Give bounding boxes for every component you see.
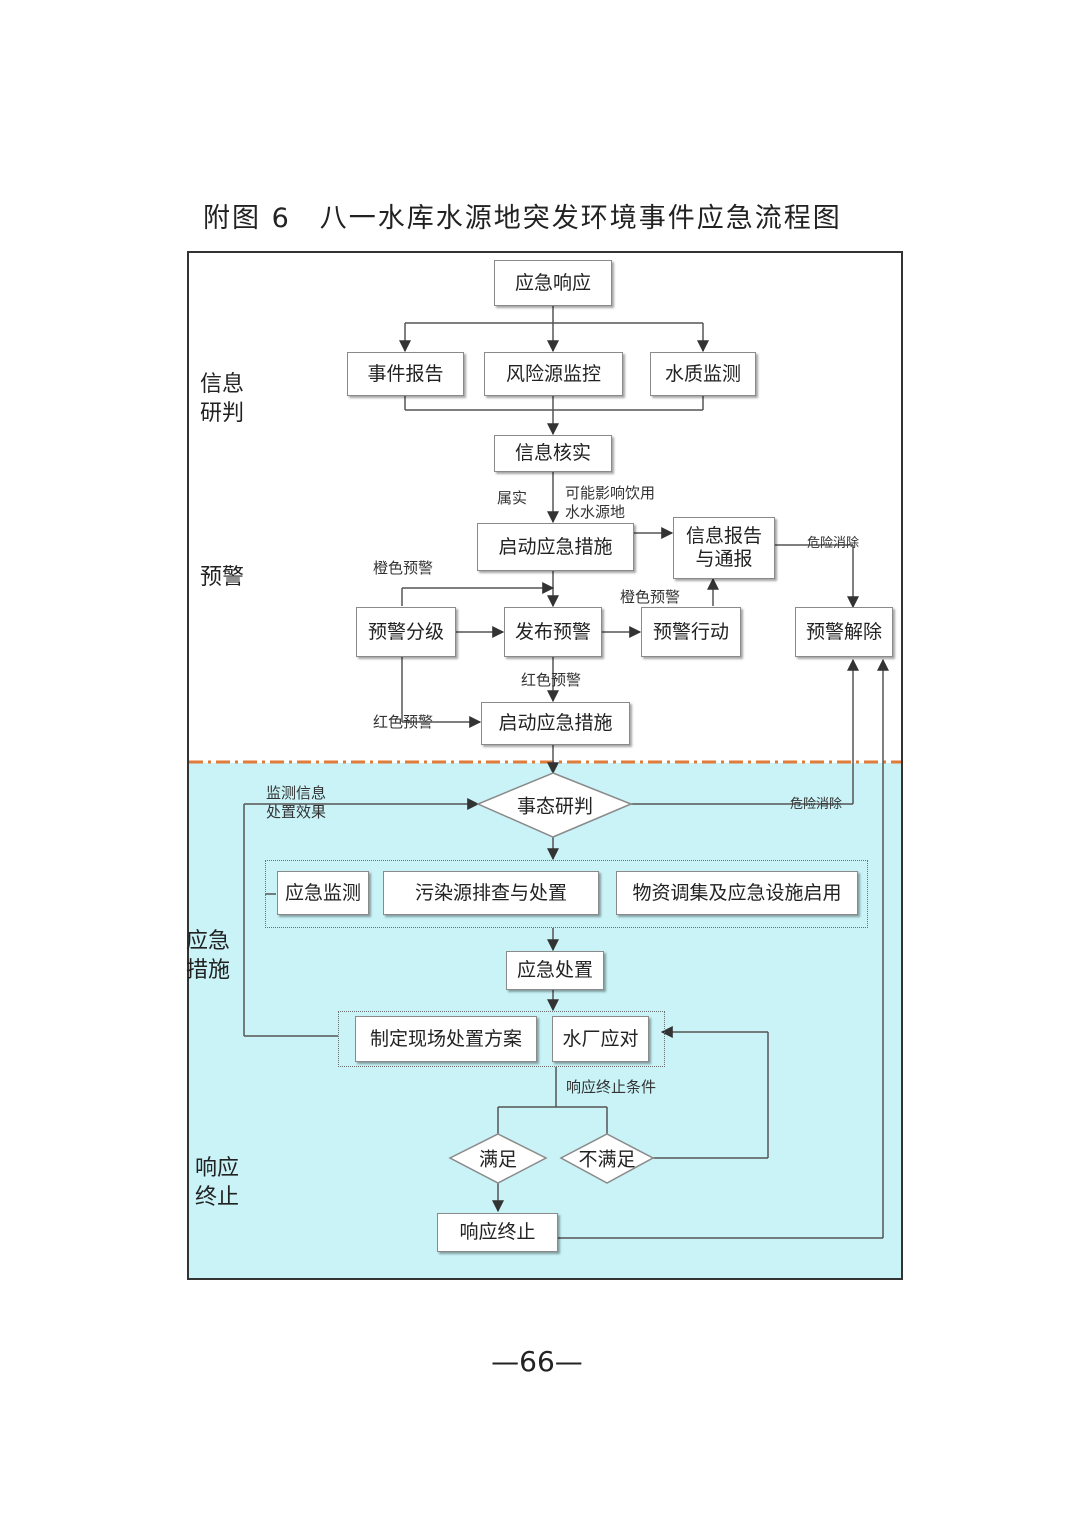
page-number: —66— [491, 1345, 583, 1378]
onsite-plan-node: 制定现场处置方案 [355, 1016, 537, 1062]
warning-grading-node: 预警分级 [356, 607, 456, 657]
emergency-disposal-node: 应急处置 [506, 951, 604, 990]
diagram-frame [187, 251, 903, 1280]
red-warning-label-1: 红色预警 [521, 671, 582, 689]
red-warning-label-2: 红色预警 [373, 713, 434, 731]
not-satisfied-label: 不满足 [578, 1148, 636, 1171]
water-plant-node: 水厂应对 [552, 1016, 649, 1062]
monitoring-info-label: 监测信息 处置效果 [266, 784, 327, 821]
warning-lift-node: 预警解除 [795, 607, 893, 657]
section-info-assessment: 信息 研判 [200, 372, 245, 426]
materials-facilities-node: 物资调集及应急设施启用 [616, 871, 858, 915]
may-affect-label: 可能影响饮用 水水源地 [565, 484, 656, 521]
emergency-response-node: 应急响应 [494, 260, 612, 306]
confirmed-label: 属实 [497, 489, 528, 507]
measures-group [265, 860, 868, 928]
incident-report-node: 事件报告 [347, 352, 464, 396]
satisfied-diamond [448, 1133, 548, 1184]
situation-assessment-diamond [476, 772, 633, 838]
risk-source-monitoring-node: 风险源监控 [484, 352, 623, 396]
response-end-node: 响应终止 [437, 1213, 558, 1252]
emergency-monitoring-node: 应急监测 [277, 871, 369, 915]
satisfied-label: 满足 [478, 1148, 518, 1171]
start-emergency-measures-node-1: 启动应急措施 [477, 523, 634, 571]
info-report-notify-node: 信息报告 与通报 [673, 517, 775, 579]
section-emergency-measures: 应急 措施 [186, 929, 231, 983]
info-verification-node: 信息核实 [494, 435, 612, 472]
page-title: 附图 6 八一水库水源地突发环境事件应急流程图 [203, 203, 842, 234]
situation-assessment-label: 事态研判 [516, 795, 594, 818]
section-warning: 预警 [200, 565, 245, 590]
start-emergency-measures-node-2: 启动应急措施 [481, 702, 630, 745]
termination-conditions-label: 响应终止条件 [566, 1078, 657, 1096]
emergency-phase-background [189, 763, 901, 1278]
section-response-termination: 响应 终止 [195, 1156, 240, 1210]
pollution-source-node: 污染源排查与处置 [383, 871, 599, 915]
not-satisfied-diamond [559, 1133, 655, 1184]
orange-warning-label-1: 橙色预警 [373, 559, 434, 577]
danger-cleared-label-1: 危险消除 [807, 536, 860, 551]
warning-action-node: 预警行动 [641, 607, 741, 657]
orange-warning-label-2: 橙色预警 [620, 588, 681, 606]
danger-cleared-label-2: 危险消除 [790, 797, 843, 812]
water-quality-monitoring-node: 水质监测 [650, 352, 756, 396]
disposal-group [338, 1011, 665, 1067]
issue-warning-node: 发布预警 [504, 607, 602, 657]
